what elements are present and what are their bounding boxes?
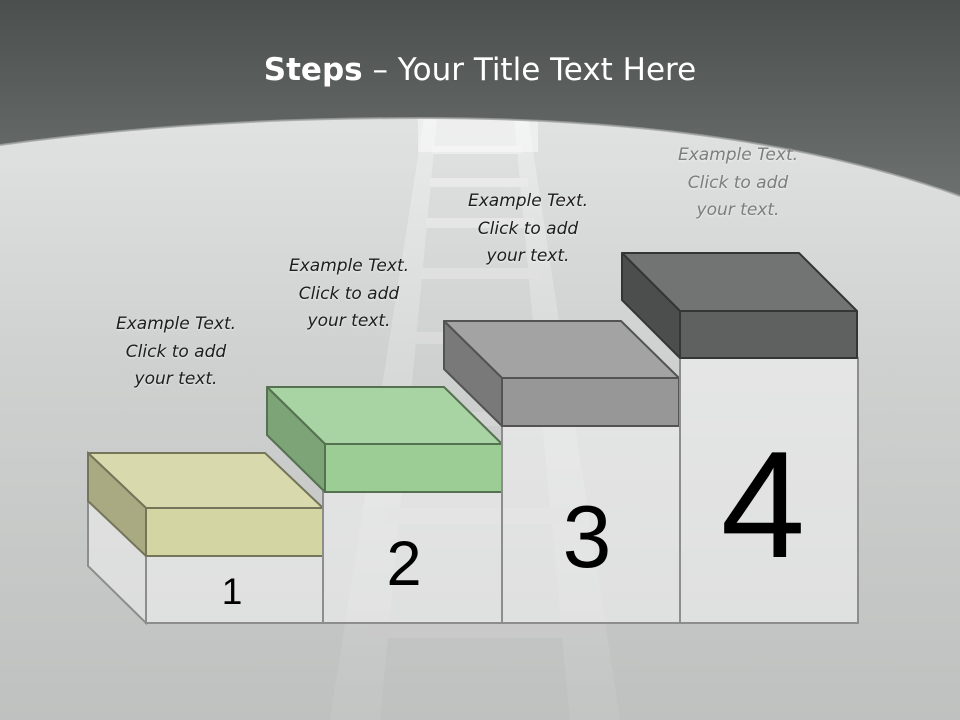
step-3-column[interactable]: 3 (443, 320, 681, 624)
step-1-text-line-1: Example Text. (115, 314, 237, 334)
step-2-block-front (324, 443, 503, 493)
step-2-text[interactable]: Example Text. Click to add your text. (249, 253, 449, 336)
step-2-text-line-1: Example Text. (288, 256, 410, 276)
step-1-number: 1 (222, 571, 243, 612)
step-4-block-front (679, 310, 858, 359)
step-1-block-front (145, 507, 324, 557)
step-3-text-line-3: your text. (486, 246, 570, 266)
step-3-number: 3 (563, 487, 612, 586)
step-4-column[interactable]: 4 (621, 252, 859, 624)
step-3-text-line-1: Example Text. (467, 191, 589, 211)
step-2-text-line-3: your text. (307, 311, 391, 331)
step-1-text[interactable]: Example Text. Click to add your text. (76, 311, 276, 394)
step-3-block-front (501, 377, 680, 427)
title-bold: Steps (263, 52, 363, 88)
step-1-column[interactable]: 1 (87, 450, 324, 626)
page-title: Steps – Your Title Text Here (0, 52, 960, 88)
step-4-text-line-2: Click to add (687, 172, 789, 193)
step-4-text[interactable]: Example Text. Click to add your text. (638, 142, 838, 225)
step-2-number: 2 (386, 529, 421, 599)
step-3-text-line-2: Click to add (477, 218, 579, 239)
step-4-number: 4 (721, 420, 806, 590)
step-4-text-line-3: your text. (696, 200, 780, 220)
step-3-text[interactable]: Example Text. Click to add your text. (428, 188, 628, 271)
step-4-text-line-1: Example Text. (677, 145, 799, 165)
header-band (0, 0, 960, 196)
step-2-text-line-2: Click to add (298, 283, 400, 304)
title-rest: – Your Title Text Here (362, 52, 697, 88)
step-2-column[interactable]: 2 (266, 386, 503, 624)
step-1-text-line-3: your text. (134, 369, 218, 389)
step-1-text-line-2: Click to add (125, 341, 227, 362)
